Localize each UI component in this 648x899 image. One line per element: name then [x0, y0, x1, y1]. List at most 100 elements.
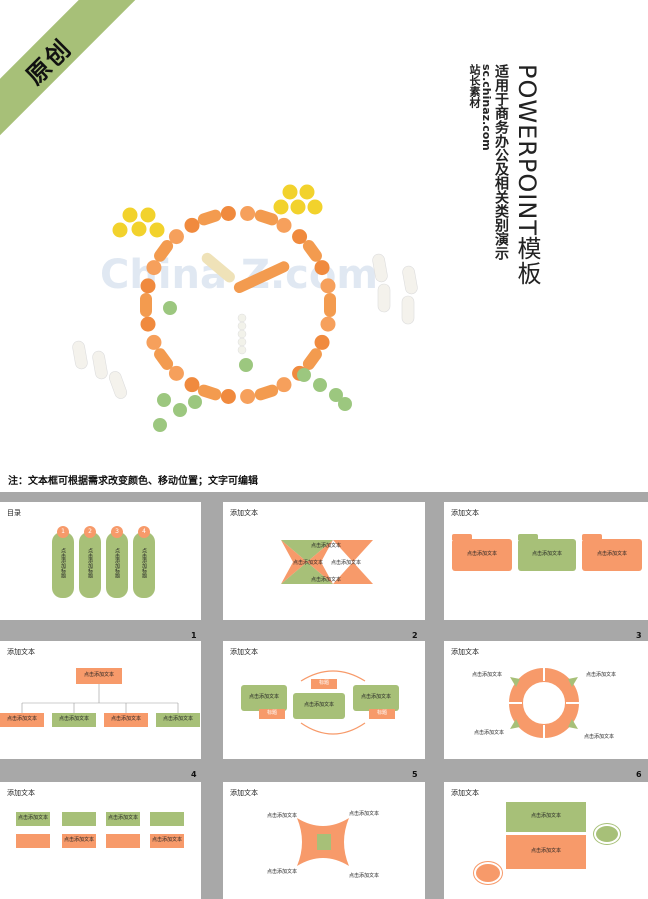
capsule-pill [254, 384, 279, 401]
tag-right: 标题 [369, 709, 395, 719]
x-label-top: 点击添加文本 [311, 543, 342, 549]
round-pill [184, 217, 200, 233]
slide-thumb-6[interactable]: 添加文本 点击添加文本 点击添加文本 点击添加文本 点击添加文本 [444, 641, 648, 759]
slide-title: 添加文本 [7, 789, 35, 797]
yellow-pill [140, 207, 156, 223]
cycle-box-left: 点击添加文本 [241, 685, 287, 711]
page-number-1: 1 [191, 631, 197, 640]
folder-2: 点击添加文本 [518, 539, 576, 571]
orange-circle [476, 864, 500, 882]
cross-label-tl: 点击添加文本 [267, 813, 298, 819]
green-pill [157, 393, 171, 407]
green-pill [239, 358, 253, 372]
green-pill [153, 418, 167, 432]
green-pill [163, 301, 177, 315]
yellow-pill [307, 199, 323, 215]
yellow-pill [273, 199, 289, 215]
vertical-title: POWERPOINT模板 [513, 64, 541, 286]
thumbnail-grid: 目录 1 2 3 4 点击添加标题 点击添加标题 点击添加标题 点击添加标题 添… [0, 492, 648, 899]
slide-title: 添加文本 [451, 648, 479, 656]
small-white-pill [237, 345, 247, 355]
cycle-box-center: 点击添加文本 [293, 693, 345, 719]
slide-title: 添加文本 [451, 509, 479, 517]
edit-note: 注：文本框可根据需求改变颜色、移动位置；文字可编辑 [8, 476, 258, 487]
cross-label-br: 点击添加文本 [349, 873, 380, 879]
flow-a4 [150, 812, 184, 826]
ring-label-br: 点击添加文本 [584, 734, 615, 740]
capsule-pill [197, 384, 222, 401]
round-pill [320, 278, 336, 294]
flow-b1 [16, 834, 50, 848]
slide-thumb-8[interactable]: 添加文本 点击添加文本 点击添加文本 点击添加文本 点击添加文本 [223, 782, 425, 899]
round-pill [314, 260, 330, 276]
round-pill [292, 229, 308, 245]
toc-number-4: 4 [138, 526, 150, 538]
round-pill [240, 206, 256, 222]
x-label-bottom: 点击添加文本 [311, 577, 342, 583]
org-box-2: 点击添加文本 [52, 713, 96, 727]
slide-thumb-5[interactable]: 添加文本 点击添加文本 点击添加文本 点击添加文本 标题 标题 标题 [223, 641, 425, 759]
capsule-pill [302, 240, 322, 262]
white-capsule [108, 371, 128, 399]
clock-hand-pill [201, 252, 235, 283]
round-pill [314, 334, 330, 350]
slide-thumb-toc[interactable]: 目录 1 2 3 4 点击添加标题 点击添加标题 点击添加标题 点击添加标题 [0, 502, 201, 620]
vertical-subtitle: 适用于商务办公及相关类别演示 [493, 64, 509, 260]
page-number-2: 2 [412, 631, 418, 640]
ring-label-tl: 点击添加文本 [472, 672, 503, 678]
round-pill [140, 316, 156, 332]
toc-label-3: 点击添加标题 [114, 548, 120, 578]
tag-left: 标题 [259, 709, 285, 719]
x-label-left: 点击添加文本 [293, 560, 324, 566]
round-pill [146, 334, 162, 350]
slide-thumb-9[interactable]: 添加文本 点击添加文本 点击添加文本 [444, 782, 648, 899]
org-box-3: 点击添加文本 [104, 713, 148, 727]
pill-clock-image: China Z.com [72, 184, 418, 432]
cycle-box-right: 点击添加文本 [353, 685, 399, 711]
ring-label-bl: 点击添加文本 [474, 730, 505, 736]
slide-thumb-2[interactable]: 添加文本 点击添加文本 点击添加文本 点击添加文本 点击添加文本 [223, 502, 425, 620]
vertical-site: 站长素材 [468, 64, 481, 108]
flow-b4: 点击添加文本 [150, 834, 184, 848]
x-label-right: 点击添加文本 [331, 560, 362, 566]
slide-thumb-4[interactable]: 添加文本 点击添加文本 点击添加文本 点击添加文本 点击添加文本 点击添加文本 [0, 641, 201, 759]
yellow-pill [299, 184, 315, 200]
org-box-1: 点击添加文本 [0, 713, 44, 727]
white-capsule [72, 340, 88, 370]
yellow-pill [282, 184, 298, 200]
x-shape-diagram [281, 540, 373, 584]
yellow-pill [290, 199, 306, 215]
toc-number-1: 1 [57, 526, 69, 538]
toc-label-4: 点击添加标题 [141, 548, 147, 578]
slide-thumb-3[interactable]: 添加文本 点击添加文本 点击添加文本 点击添加文本 [444, 502, 648, 620]
stack-bottom: 点击添加文本 [506, 835, 586, 869]
org-box-4: 点击添加文本 [156, 713, 200, 727]
slide-thumb-7[interactable]: 添加文本 点击添加文本 点击添加文本 点击添加文本 点击添加文本 [0, 782, 201, 899]
green-pill [188, 395, 202, 409]
capsule-pill [154, 240, 174, 262]
toc-label-1: 点击添加标题 [60, 548, 66, 578]
slide-title: 添加文本 [230, 648, 258, 656]
round-pill [320, 316, 336, 332]
capsule-pill [154, 348, 174, 370]
folder-3: 点击添加文本 [582, 539, 642, 571]
capsule-pill [302, 348, 322, 370]
white-capsule [377, 283, 391, 313]
small-white-pill [237, 329, 247, 339]
page-number-4: 4 [191, 770, 197, 779]
white-capsule [402, 265, 418, 295]
flow-b2: 点击添加文本 [62, 834, 96, 848]
yellow-pill [131, 221, 147, 237]
page-number-6: 6 [636, 770, 642, 779]
page-number-5: 5 [412, 770, 418, 779]
round-pill [276, 377, 292, 393]
round-pill [240, 388, 256, 404]
toc-number-3: 3 [111, 526, 123, 538]
clock-hand-pill [233, 261, 290, 294]
org-top-box: 点击添加文本 [76, 668, 122, 684]
green-pill [297, 368, 311, 382]
flow-a1: 点击添加文本 [16, 812, 50, 826]
round-pill [140, 278, 156, 294]
toc-item-1 [52, 532, 74, 598]
yellow-pill [112, 222, 128, 238]
